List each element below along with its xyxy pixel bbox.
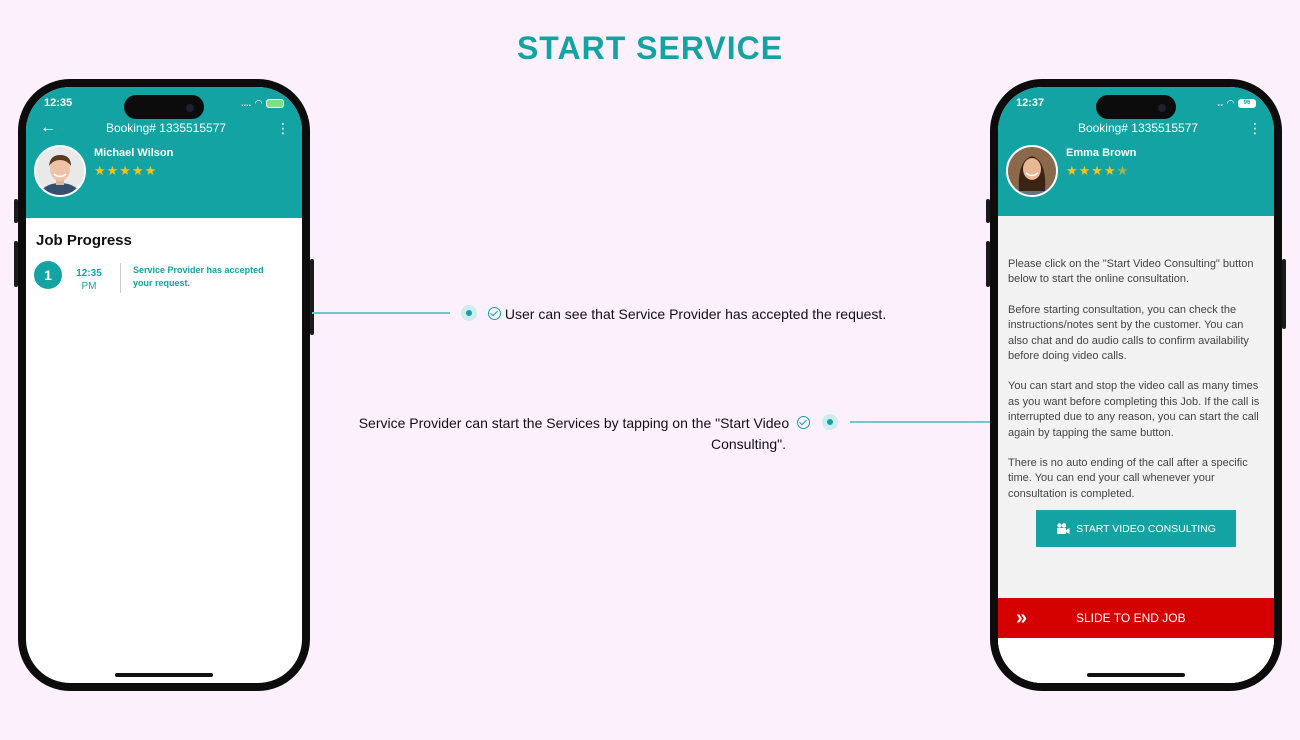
status-bar: 12:37 ‥ ◠ 96	[998, 87, 1274, 113]
connector-line-top	[312, 312, 450, 314]
phone-right: 12:37 ‥ ◠ 96 Booking# 1335515577 ⋮	[986, 79, 1286, 691]
step-time: 12:35 PM	[76, 268, 102, 292]
battery-icon	[266, 98, 284, 108]
connector-dot-bottom	[822, 414, 838, 430]
phone-left: 12:35 .... ◠ ← Booking# 1335515577 ⋮	[14, 79, 314, 691]
nav-row: ← Booking# 1335515577 ⋮	[26, 113, 302, 143]
instruction-paragraph: Before starting consultation, you can ch…	[1008, 303, 1249, 363]
check-circle-icon	[797, 416, 810, 429]
user-profile: Michael Wilson ★★★★★	[26, 143, 302, 207]
video-camera-icon	[1057, 522, 1070, 534]
more-vertical-icon[interactable]: ⋮	[276, 119, 290, 136]
rating-stars: ★★★★★	[94, 163, 158, 178]
camera	[1151, 97, 1173, 119]
start-video-consulting-button[interactable]: START VIDEO CONSULTING	[1036, 510, 1236, 547]
slide-to-end-job[interactable]: » SLIDE TO END JOB	[998, 598, 1274, 638]
signal-icon: ‥	[1217, 97, 1224, 108]
connector-line-bottom	[850, 421, 990, 423]
status-time: 12:35	[44, 97, 73, 109]
annotation-bottom: Service Provider can start the Services …	[340, 413, 810, 455]
slide-label: SLIDE TO END JOB	[1076, 611, 1186, 625]
booking-header: 12:37 ‥ ◠ 96 Booking# 1335515577 ⋮	[998, 87, 1274, 216]
page-title: START SERVICE	[516, 30, 784, 66]
user-name: Emma Brown	[1066, 147, 1137, 159]
connector-dot-top	[461, 305, 477, 321]
instruction-paragraph: There is no auto ending of the call afte…	[1008, 457, 1248, 500]
more-vertical-icon[interactable]: ⋮	[1248, 119, 1262, 136]
step-divider	[120, 263, 121, 293]
booking-number: Booking# 1335515577	[1077, 121, 1199, 135]
instruction-paragraph: You can start and stop the video call as…	[1008, 380, 1260, 439]
status-time: 12:37	[1016, 97, 1045, 109]
user-name: Michael Wilson	[94, 147, 174, 159]
user-profile: Emma Brown ★★★★★	[998, 143, 1274, 207]
status-bar: 12:35 .... ◠	[26, 87, 302, 113]
rating-stars: ★★★★★	[1066, 163, 1130, 178]
step-number: 1	[34, 261, 62, 289]
home-indicator	[115, 673, 213, 677]
phone-left-screen: 12:35 .... ◠ ← Booking# 1335515577 ⋮	[26, 87, 302, 683]
instruction-paragraph: Please click on the "Start Video Consult…	[1008, 258, 1254, 286]
avatar	[1006, 145, 1058, 197]
avatar	[34, 145, 86, 197]
battery-icon: 96	[1238, 98, 1256, 108]
wifi-icon: ◠	[1227, 97, 1234, 108]
job-progress-title: Job Progress	[36, 232, 132, 249]
status-icons: ‥ ◠ 96	[1217, 98, 1256, 109]
booking-number: Booking# 1335515577	[105, 121, 227, 135]
check-circle-icon	[488, 307, 501, 320]
progress-step: 1 12:35 PM Service Provider has accepted…	[26, 249, 302, 293]
step-description: Service Provider has accepted your reque…	[133, 265, 264, 288]
double-chevron-right-icon: »	[1016, 606, 1028, 629]
start-button-label: START VIDEO CONSULTING	[1076, 522, 1216, 535]
wifi-icon: ◠	[255, 97, 262, 108]
arrow-left-icon[interactable]: ←	[40, 119, 56, 136]
home-indicator	[1087, 673, 1185, 677]
status-icons: .... ◠	[241, 98, 284, 109]
nav-row: Booking# 1335515577 ⋮	[998, 113, 1274, 143]
half-star-icon: ★	[1116, 163, 1130, 178]
phone-right-screen: 12:37 ‥ ◠ 96 Booking# 1335515577 ⋮	[998, 87, 1274, 683]
instructions: Please click on the "Start Video Consult…	[998, 216, 1274, 502]
camera	[179, 97, 201, 119]
annotation-top: User can see that Service Provider has a…	[488, 304, 886, 325]
